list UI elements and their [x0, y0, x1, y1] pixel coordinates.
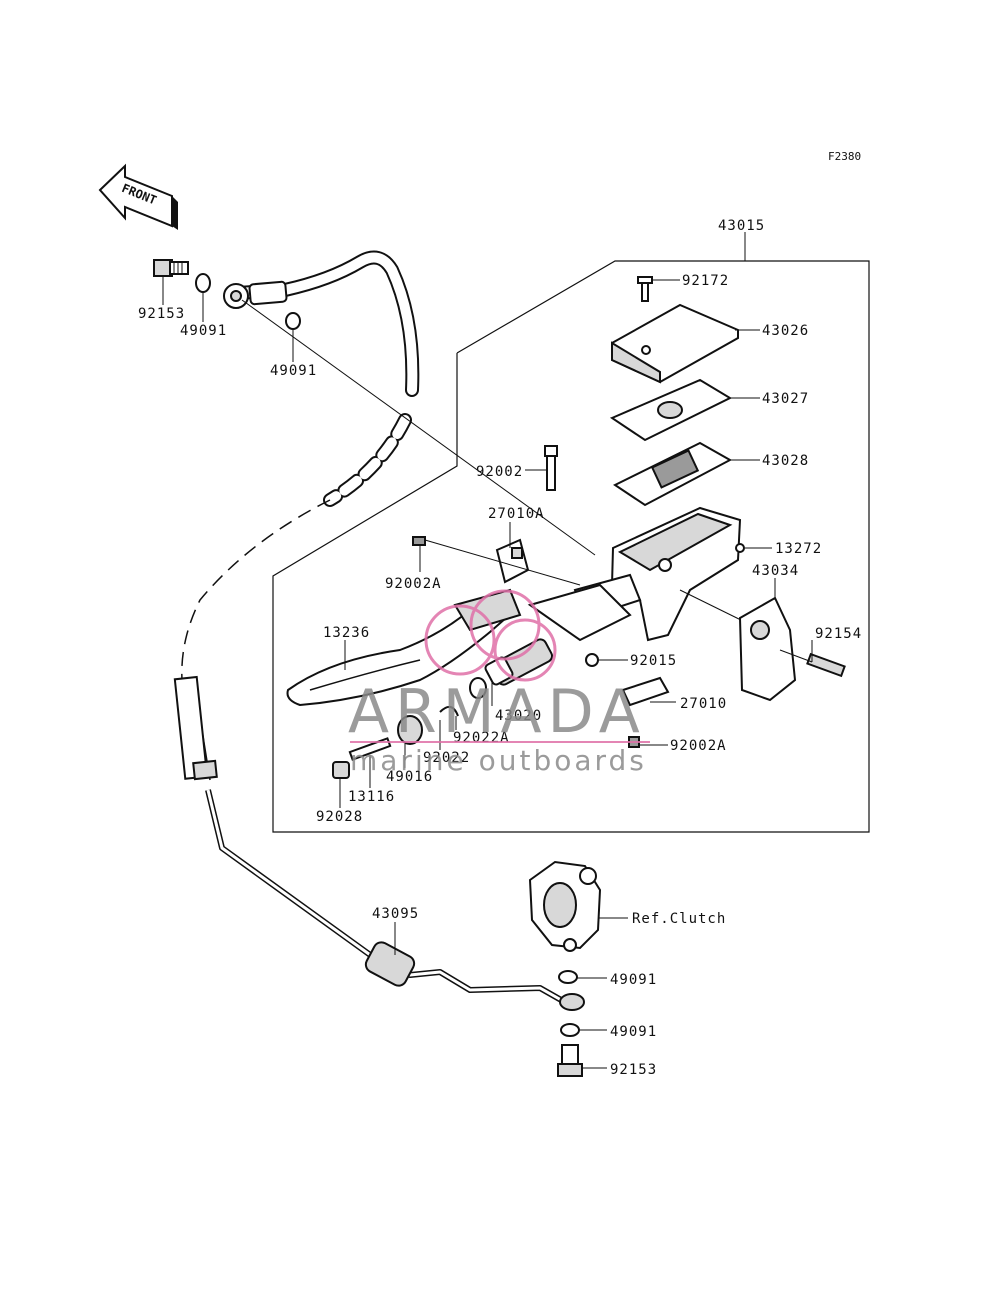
assembly-outline: [272, 232, 870, 833]
label-43095: 43095: [372, 906, 419, 922]
label-49091-bot-a: 49091: [610, 972, 657, 988]
washer-92022A: [469, 677, 487, 699]
bolt-92154: [779, 649, 846, 678]
watermark-brand: ARMADA: [348, 677, 646, 747]
label-92002A-right: 92002A: [670, 738, 727, 754]
label-92028: 92028: [316, 809, 363, 825]
label-43020: 43020: [495, 708, 542, 724]
front-arrow-icon: FRONT: [98, 163, 178, 230]
watermark: ARMADA marine outboards: [348, 589, 650, 777]
label-ref-clutch: Ref.Clutch: [632, 911, 726, 927]
diagram-code: F2380: [828, 150, 861, 163]
label-92002: 92002: [476, 464, 523, 480]
label-92153-top: 92153: [138, 306, 185, 322]
label-27010: 27010: [680, 696, 727, 712]
boot-49016: [397, 715, 423, 745]
label-13116: 13116: [348, 789, 395, 805]
washer-top-b: [285, 312, 301, 330]
label-49016: 49016: [386, 769, 433, 785]
nut-92015: [585, 653, 599, 667]
banjo-fitting-bottom: [559, 993, 585, 1011]
label-13272: 13272: [775, 541, 822, 557]
watermark-logo-icon: [424, 589, 557, 682]
label-92015: 92015: [630, 653, 677, 669]
washer-bot-b: [560, 1023, 580, 1037]
washer-top-a: [195, 273, 211, 293]
label-92153-bot: 92153: [610, 1062, 657, 1078]
clamp-43034: [738, 596, 797, 702]
label-13236: 13236: [323, 625, 370, 641]
label-49091-top-b: 49091: [270, 363, 317, 379]
diaphragm-43028: [613, 441, 733, 507]
label-43026: 43026: [762, 323, 809, 339]
clutch-hose: [173, 250, 572, 1008]
label-92002A-left: 92002A: [385, 576, 442, 592]
screw-92002A-left: [412, 536, 426, 546]
switch-27010: [621, 676, 670, 707]
hose-end-fitting-top: [223, 280, 288, 309]
circlip-92022: [439, 705, 459, 717]
banjo-bolt-bottom: [557, 1044, 583, 1077]
screw-92172: [637, 276, 653, 302]
label-92022: 92022: [423, 750, 470, 766]
watermark-tagline: marine outboards: [350, 744, 647, 777]
switch-27010A: [495, 538, 530, 584]
label-92172: 92172: [682, 273, 729, 289]
label-27010A: 27010A: [488, 506, 545, 522]
reservoir-plate-43027: [609, 378, 733, 442]
slave-cylinder: [528, 860, 602, 952]
leader-lines: [162, 276, 813, 1069]
nut-92028: [332, 761, 350, 779]
label-92154: 92154: [815, 626, 862, 642]
label-43034: 43034: [752, 563, 799, 579]
label-43027: 43027: [762, 391, 809, 407]
label-43028: 43028: [762, 453, 809, 469]
label-43015: 43015: [718, 218, 765, 234]
pin-13272: [735, 543, 745, 553]
banjo-bolt-top: [153, 259, 189, 277]
bolt-92002: [544, 445, 558, 491]
reservoir-cap-43026: [611, 303, 739, 384]
washer-bot-a: [558, 970, 578, 984]
label-49091-top-a: 49091: [180, 323, 227, 339]
label-49091-bot-b: 49091: [610, 1024, 657, 1040]
